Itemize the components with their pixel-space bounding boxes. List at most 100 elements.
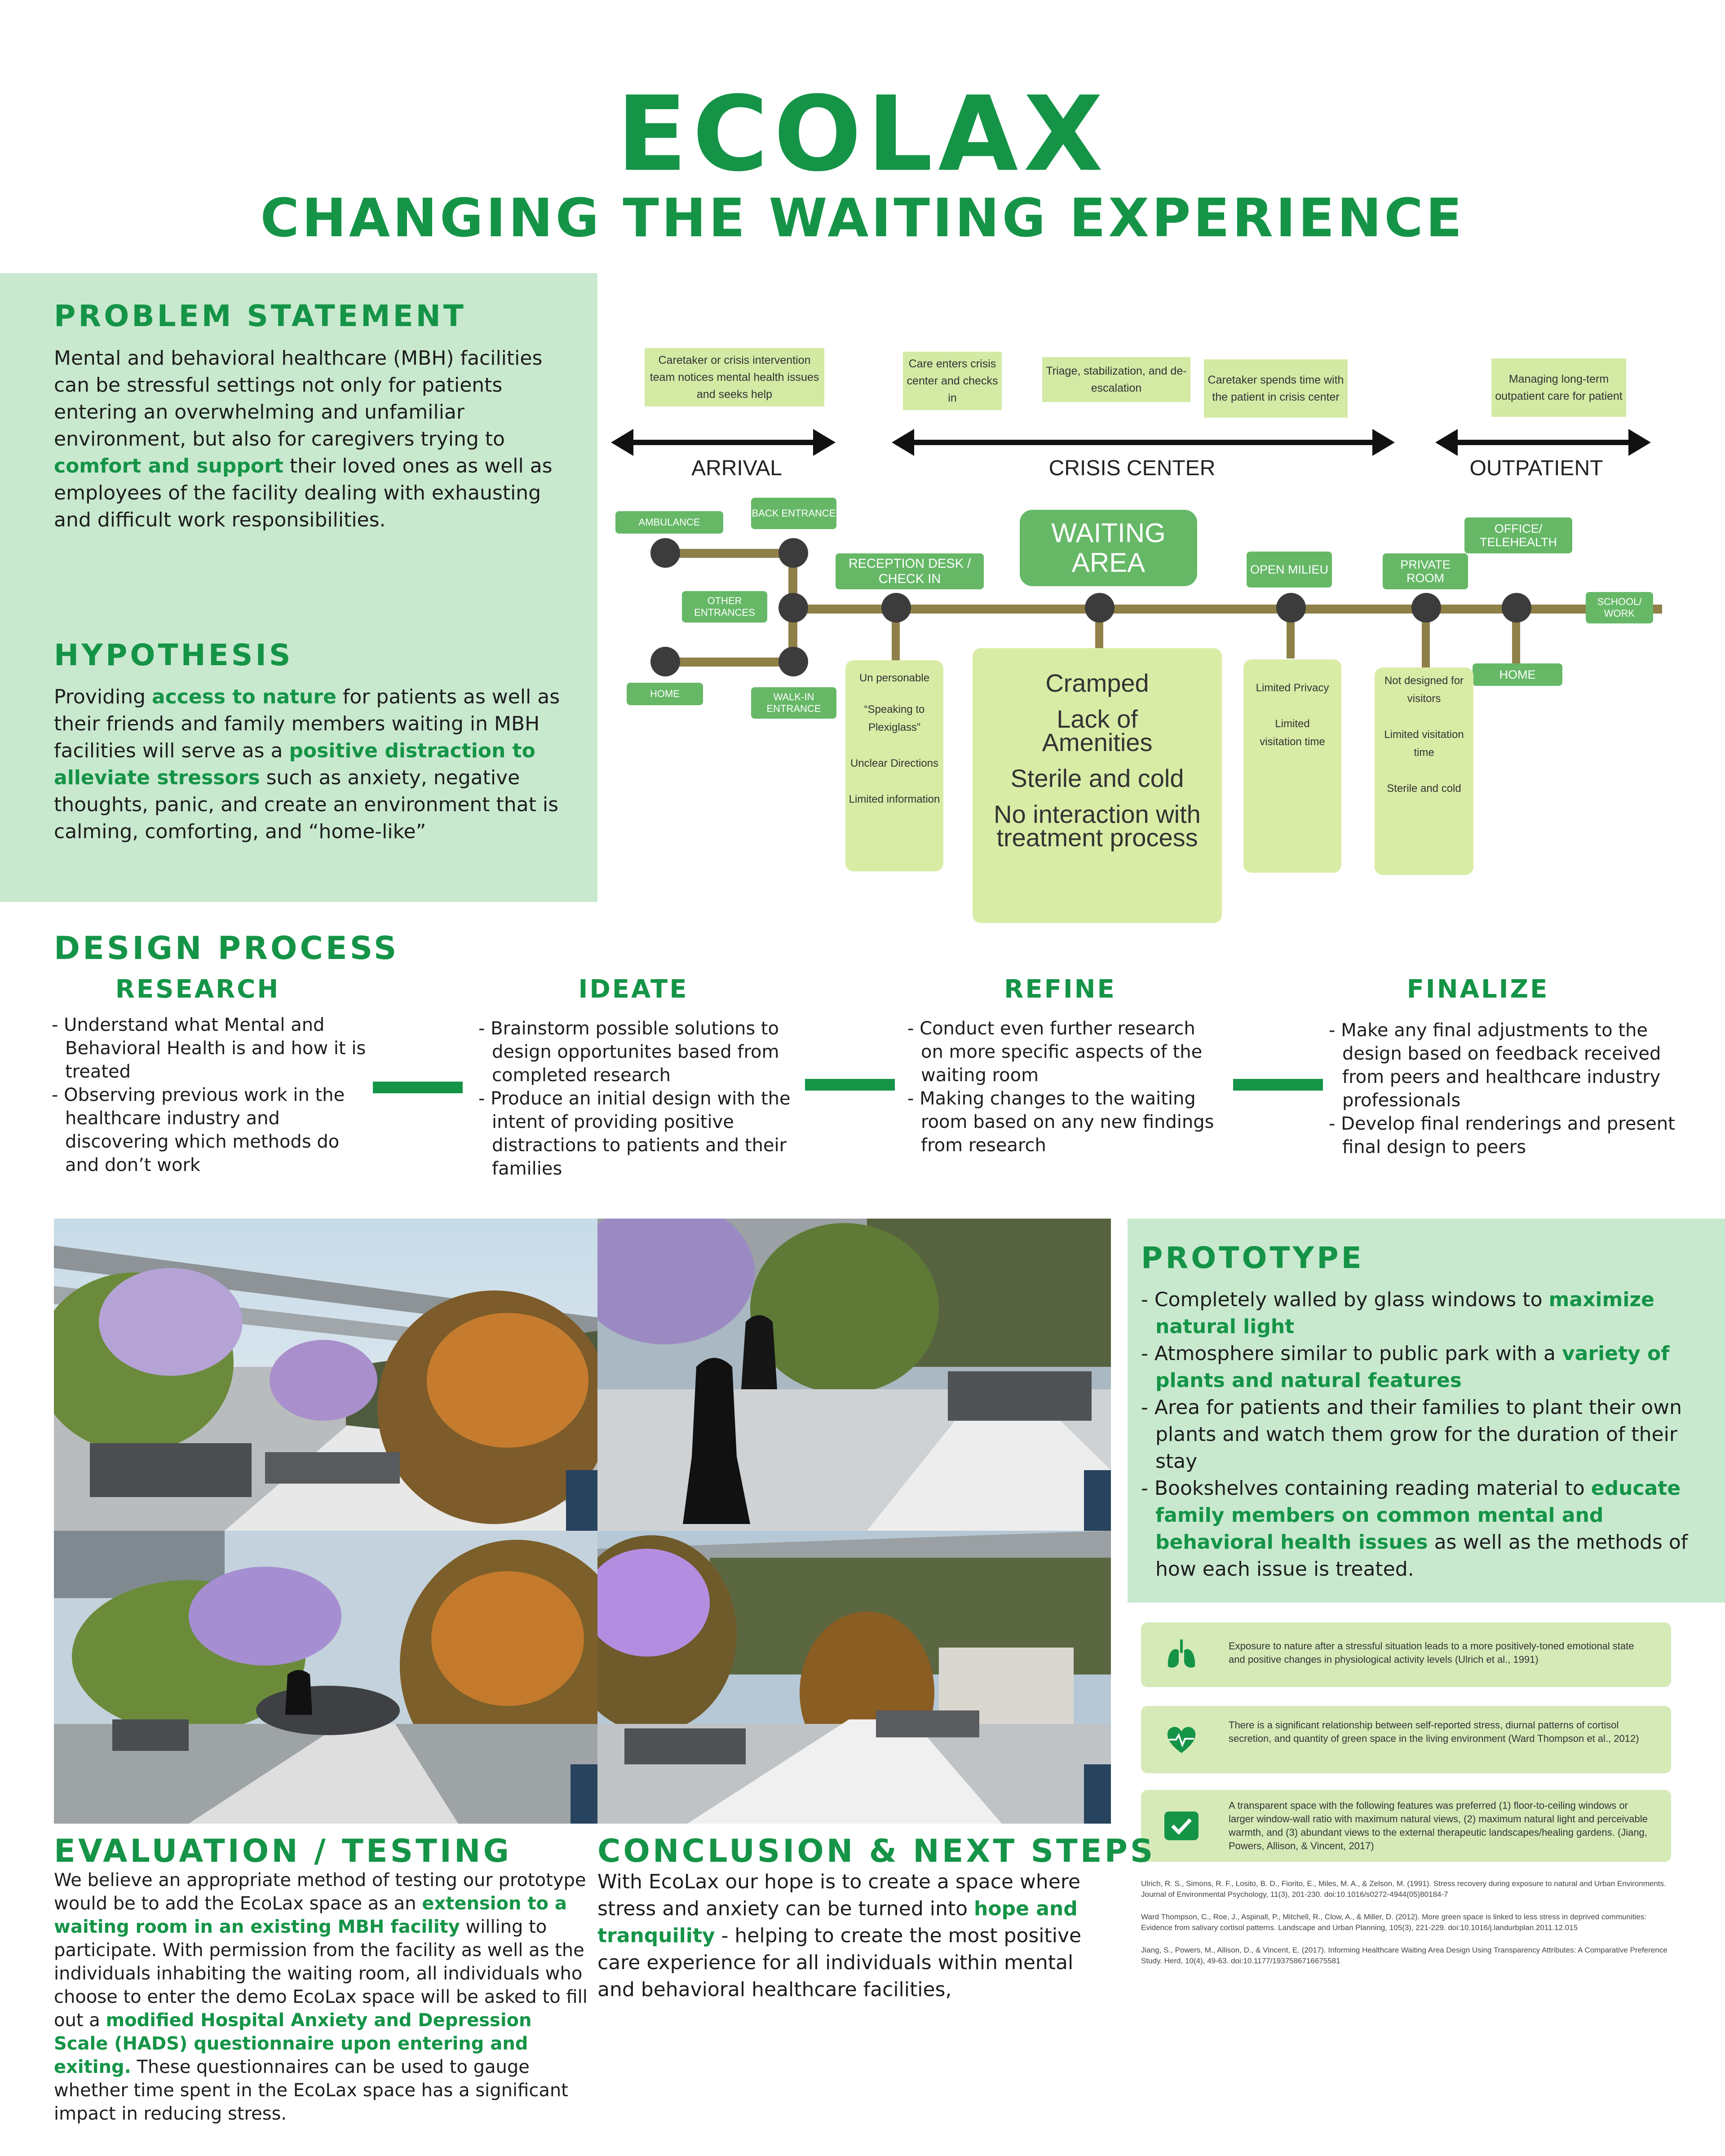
journey-node (650, 538, 680, 568)
pain-point: Unclear Directions (850, 757, 939, 769)
step-list-research: - Understand what Mental and Behavioral … (52, 1013, 366, 1177)
conclusion-text-part: - helping to create the most positive ca… (597, 1924, 1082, 2001)
rendering-3 (54, 1531, 597, 1824)
journey-node (778, 538, 808, 568)
pain-point: Un personable (859, 672, 930, 684)
step-item-text: Make any final adjustments to the design… (1341, 1020, 1661, 1111)
rendering-1 (54, 1219, 597, 1531)
prototype-text: Area for patients and their families to … (1154, 1396, 1682, 1473)
rendering-4-image (597, 1531, 1111, 1824)
pain-point: Limited information (849, 793, 940, 805)
tag-ambulance: AMBULANCE (615, 511, 723, 534)
fact-text: There is a significant relationship betw… (1229, 1719, 1639, 1744)
evaluation-text: We believe an appropriate method of test… (54, 1869, 588, 2125)
prototype-item: - Completely walled by glass windows to … (1141, 1288, 1654, 1338)
journey-node (1411, 593, 1441, 623)
hypothesis-text-part: such as anxiety, negative thoughts, pani… (54, 766, 559, 843)
step-title-finalize: FINALIZE (1407, 975, 1549, 1004)
tag-open-milieu: OPEN MILIEU (1247, 552, 1332, 588)
journey-node (1085, 593, 1115, 623)
process-connector (1233, 1079, 1323, 1091)
pain-point: Limited visitation time (1260, 718, 1325, 748)
pain-points-private: Not designed for visitors Limited visita… (1375, 667, 1473, 875)
tag-school-work: SCHOOL/ WORK (1586, 592, 1653, 623)
pain-point: No interaction with treatment process (994, 800, 1201, 852)
reference-item: Jiang, S., Powers, M., Allison, D., & Vi… (1141, 1946, 1668, 1965)
step-list-ideate: - Brainstorm possible solutions to desig… (478, 1017, 793, 1180)
pain-point: Sterile and cold (1010, 764, 1184, 792)
tag-waiting-area: WAITING AREA (1020, 510, 1197, 586)
tag-home-right: HOME (1473, 663, 1562, 686)
heart-pulse-icon (1167, 1727, 1196, 1753)
tag-private-room: PRIVATE ROOM (1383, 553, 1468, 589)
pain-points-waiting: Cramped Lack of Amenities Sterile and co… (973, 648, 1222, 923)
step-item: - Produce an initial design with the int… (478, 1088, 791, 1179)
problem-highlight: comfort and support (54, 455, 283, 477)
journey-node (778, 593, 808, 623)
prototype-text: as well as the methods of how each issue… (1155, 1531, 1688, 1581)
step-item: - Make any final adjustments to the desi… (1329, 1020, 1661, 1111)
rail-top-branch (665, 549, 800, 558)
conclusion-text: With EcoLax our hope is to create a spac… (597, 1869, 1114, 2003)
rail-bottom-branch (665, 658, 800, 667)
prototype-highlight: educate family members on common mental … (1155, 1477, 1681, 1554)
rail-private-drop (1422, 609, 1430, 672)
journey-note: Managing long-term outpatient care for p… (1491, 358, 1626, 417)
design-process-heading: DESIGN PROCESS (54, 930, 399, 967)
rendering-2-image (597, 1219, 1111, 1531)
evaluation-text-part: These questionnaires can be used to gaug… (54, 2057, 568, 2124)
evaluation-text-part: We believe an appropriate method of test… (54, 1870, 586, 1914)
step-item: - Conduct even further research on more … (907, 1018, 1203, 1086)
references: Ulrich, R. S., Simons, R. F., Losito, B.… (1141, 1878, 1676, 1966)
tag-home-left: HOME (627, 683, 703, 705)
step-title-ideate: IDEATE (578, 975, 689, 1004)
prototype-text: Atmosphere similar to public park with a (1154, 1342, 1562, 1365)
journey-node (650, 647, 680, 676)
phase-label-crisis-center: CRISIS CENTER (1048, 456, 1216, 480)
tag-reception: RECEPTION DESK / CHECK IN (836, 553, 984, 589)
hypothesis-text-part: for patients as well as their friends an… (54, 685, 560, 762)
step-list-finalize: - Make any final adjustments to the desi… (1329, 1019, 1679, 1159)
journey-node (1276, 593, 1306, 623)
problem-hypothesis-panel (0, 273, 597, 902)
prototype-highlight: variety of plants and natural features (1155, 1342, 1670, 1392)
prototype-item: - Area for patients and their families t… (1141, 1396, 1682, 1473)
evaluation-text-part: willing to participate. With permission … (54, 1917, 588, 2031)
phase-arrows (611, 429, 1651, 456)
conclusion-heading: CONCLUSION & NEXT STEPS (597, 1833, 1156, 1869)
hypothesis-text: Providing access to nature for patients … (54, 684, 579, 845)
prototype-highlight: maximize natural light (1155, 1288, 1654, 1338)
process-connector (373, 1082, 463, 1093)
prototype-text: Bookshelves containing reading material … (1154, 1477, 1591, 1500)
step-item-text: Observing previous work in the healthcar… (64, 1085, 345, 1175)
problem-text-part: their loved ones as well as employees of… (54, 455, 553, 531)
evaluation-heading: EVALUATION / TESTING (54, 1833, 512, 1869)
evaluation-highlight: extension to a waiting room in an existi… (54, 1893, 567, 1937)
conclusion-highlight: hope and tranquility (597, 1897, 1078, 1947)
rendering-1-image (54, 1219, 597, 1531)
prototype-panel (1128, 1219, 1725, 1603)
hypothesis-heading: HYPOTHESIS (54, 638, 293, 672)
rendering-3-image (54, 1531, 597, 1824)
journey-node (1502, 593, 1531, 623)
journey-note: Caretaker spends time with the patient i… (1204, 359, 1348, 418)
tag-walk-in-entrance: WALK-IN ENTRANCE (751, 687, 836, 719)
step-item-text: Understand what Mental and Behavioral He… (64, 1015, 366, 1082)
journey-node (778, 647, 808, 676)
journey-note: Triage, stabilization, and de-escalation (1042, 357, 1190, 402)
prototype-item: - Atmosphere similar to public park with… (1141, 1342, 1670, 1392)
pain-point: Not designed for visitors (1384, 675, 1464, 705)
journey-note: Caretaker or crisis intervention team no… (645, 348, 824, 406)
pain-points-reception: Un personable “Speaking to Plexiglass” U… (845, 660, 943, 871)
conclusion-text-part: With EcoLax our hope is to create a spac… (597, 1870, 1081, 1920)
prototype-text: Completely walled by glass windows to (1154, 1288, 1549, 1311)
step-item-text: Making changes to the waiting room based… (920, 1088, 1214, 1156)
tag-other-entrances: OTHER ENTRANCES (682, 591, 767, 623)
step-item-text: Conduct even further research on more sp… (920, 1018, 1203, 1086)
prototype-item: - Bookshelves containing reading materia… (1141, 1477, 1688, 1581)
tag-office-telehealth: OFFICE/ TELEHEALTH (1464, 517, 1572, 553)
reference-item: Ulrich, R. S., Simons, R. F., Losito, B.… (1141, 1879, 1666, 1899)
evaluation-highlight: modified Hospital Anxiety and Depression… (54, 2010, 532, 2077)
main-rail (793, 605, 1662, 614)
lungs-icon (1168, 1639, 1195, 1668)
